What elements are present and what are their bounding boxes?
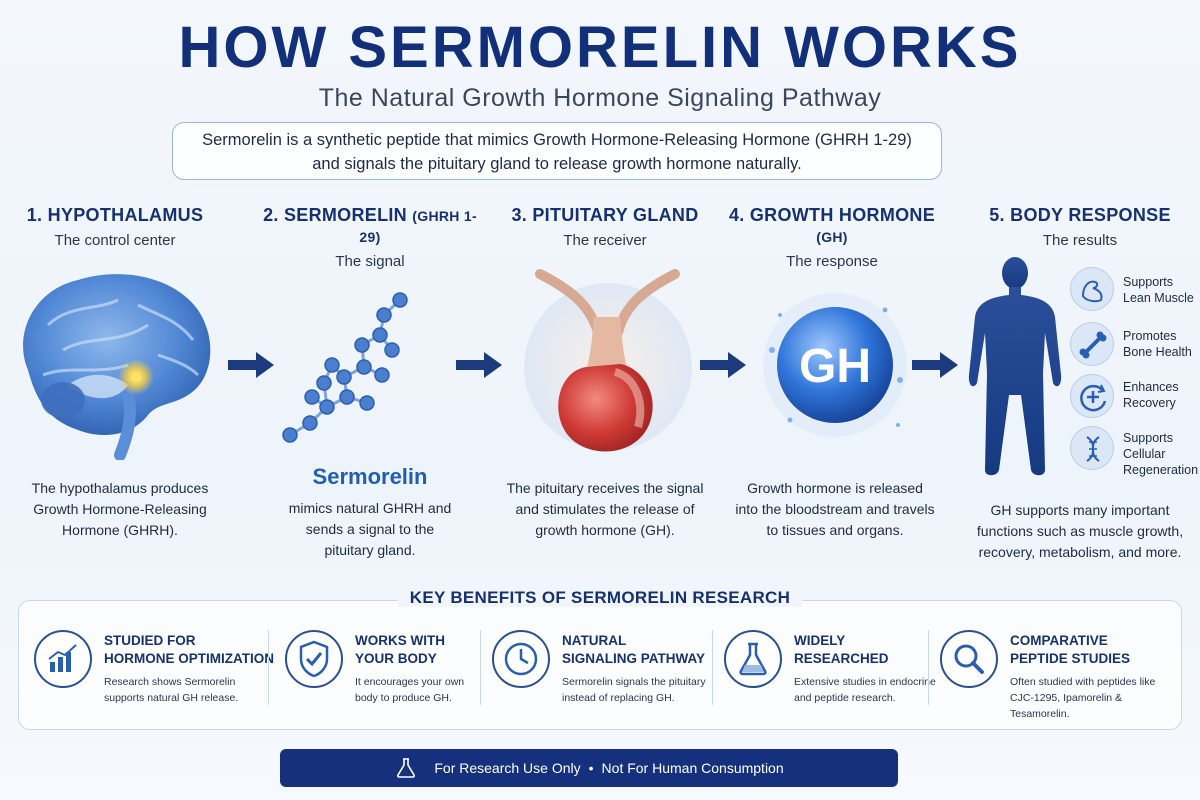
pituitary-illustration xyxy=(524,269,692,452)
molecule-illustration xyxy=(282,292,408,443)
clock-icon xyxy=(492,630,550,688)
step-subtitle: The results xyxy=(1042,232,1118,249)
arrow-right-icon xyxy=(228,352,274,378)
recovery-icon xyxy=(1070,374,1114,418)
step-title: 4. GROWTH HORMONE (GH) xyxy=(728,205,936,245)
step-2-header: 2. SERMORELIN (GHRH 1-29) The signal xyxy=(255,205,485,270)
flask-icon xyxy=(397,758,416,778)
chart-icon xyxy=(34,630,92,688)
flask-icon xyxy=(724,630,782,688)
page-subtitle: The Natural Growth Hormone Signaling Pat… xyxy=(318,84,882,112)
step-subtitle: The signal xyxy=(335,253,405,270)
intro-line-1: Sermorelin is a synthetic peptide that m… xyxy=(202,131,912,149)
step-4-header: 4. GROWTH HORMONE (GH) The response xyxy=(717,205,947,270)
page-title: HOW SERMORELIN WORKS xyxy=(178,15,1022,80)
divider xyxy=(712,630,713,705)
step-title: 2. SERMORELIN (GHRH 1-29) xyxy=(263,205,477,245)
bone-icon xyxy=(1070,322,1114,366)
key-benefits-title: KEY BENEFITS OF SERMORELIN RESEARCH xyxy=(0,588,1200,608)
dna-icon xyxy=(1070,426,1114,470)
step-1-header: 1. HYPOTHALAMUS The control center xyxy=(0,205,230,249)
brain-illustration xyxy=(23,274,211,460)
step-5-header: 5. BODY RESPONSE The results xyxy=(965,205,1195,249)
arrow-right-icon xyxy=(456,352,502,378)
gh-orb-label: GH xyxy=(799,340,871,393)
step-title: 5. BODY RESPONSE xyxy=(989,205,1171,225)
disclaimer-not-human: Not For Human Consumption xyxy=(601,760,784,776)
intro-box: Sermorelin is a synthetic peptide that m… xyxy=(172,122,942,180)
body-silhouette xyxy=(968,257,1062,476)
step-subtitle: The receiver xyxy=(563,232,647,249)
disclaimer-research-only: For Research Use Only xyxy=(434,760,581,776)
sermorelin-highlight: Sermorelin xyxy=(312,464,428,489)
divider xyxy=(928,630,929,705)
step-subtitle: The control center xyxy=(54,232,176,249)
shield-check-icon xyxy=(285,630,343,688)
research-disclaimer-banner: For Research Use Only • Not For Human Co… xyxy=(280,749,898,787)
step-3-header: 3. PITUITARY GLAND The receiver xyxy=(490,205,720,249)
arrow-right-icon xyxy=(700,352,746,378)
divider xyxy=(480,630,481,705)
step-title: 1. HYPOTHALAMUS xyxy=(26,205,204,225)
gh-orb: GH xyxy=(763,293,907,437)
arrow-right-icon xyxy=(912,352,958,378)
step-subtitle: The response xyxy=(786,253,878,270)
intro-line-2: and signals the pituitary gland to relea… xyxy=(312,155,802,173)
muscle-icon xyxy=(1070,267,1114,311)
step-title: 3. PITUITARY GLAND xyxy=(511,205,699,225)
disclaimer-separator: • xyxy=(588,760,594,776)
magnifier-icon xyxy=(940,630,998,688)
divider xyxy=(268,630,269,705)
